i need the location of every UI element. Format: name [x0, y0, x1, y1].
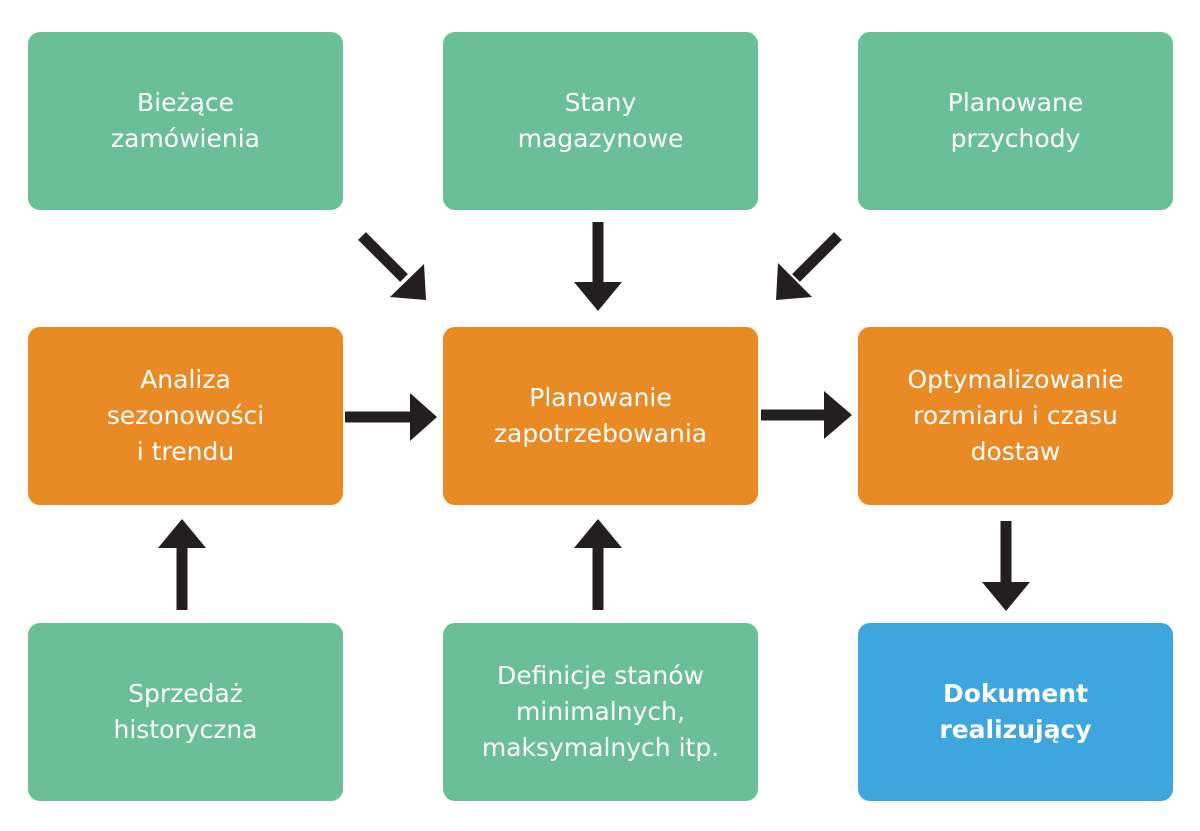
node-planned-receipts-label: Planowane przychody	[947, 88, 1084, 153]
arrow-historical-sales-to-seasonality	[158, 519, 206, 610]
node-historical-sales: Sprzedaż historyczna	[28, 623, 343, 801]
arrow-planned-receipts-to-demand-planning	[776, 232, 842, 300]
node-demand-planning-label: Planowanie zapotrzebowania	[493, 383, 708, 448]
arrow-seasonality-to-demand-planning	[345, 393, 437, 441]
node-seasonality-analysis: Analiza sezonowości i trendu	[28, 327, 343, 505]
arrow-demand-planning-to-delivery-optimization	[761, 391, 852, 439]
arrow-current-orders-to-demand-planning	[358, 232, 426, 300]
node-stock-definitions: Definicje stanów minimalnych, maksymalny…	[443, 623, 758, 801]
arrow-stock-levels-to-demand-planning	[574, 222, 622, 311]
node-delivery-optimization-label: Optymalizowanie rozmiaru i czasu dostaw	[907, 365, 1124, 466]
node-execution-document: Dokument realizujący	[858, 623, 1173, 801]
node-delivery-optimization: Optymalizowanie rozmiaru i czasu dostaw	[858, 327, 1173, 505]
node-execution-document-label: Dokument realizujący	[939, 679, 1092, 744]
node-stock-levels-label: Stany magazynowe	[517, 88, 684, 153]
node-historical-sales-label: Sprzedaż historyczna	[113, 679, 258, 744]
arrow-stock-definitions-to-demand-planning	[574, 519, 622, 610]
arrow-delivery-optimization-to-execution-document	[982, 521, 1030, 611]
node-current-orders: Bieżące zamówienia	[28, 32, 343, 210]
node-seasonality-analysis-label: Analiza sezonowości i trendu	[106, 365, 265, 466]
node-stock-definitions-label: Definicje stanów minimalnych, maksymalny…	[481, 661, 720, 762]
node-current-orders-label: Bieżące zamówienia	[111, 88, 260, 153]
node-demand-planning: Planowanie zapotrzebowania	[443, 327, 758, 505]
node-stock-levels: Stany magazynowe	[443, 32, 758, 210]
node-planned-receipts: Planowane przychody	[858, 32, 1173, 210]
